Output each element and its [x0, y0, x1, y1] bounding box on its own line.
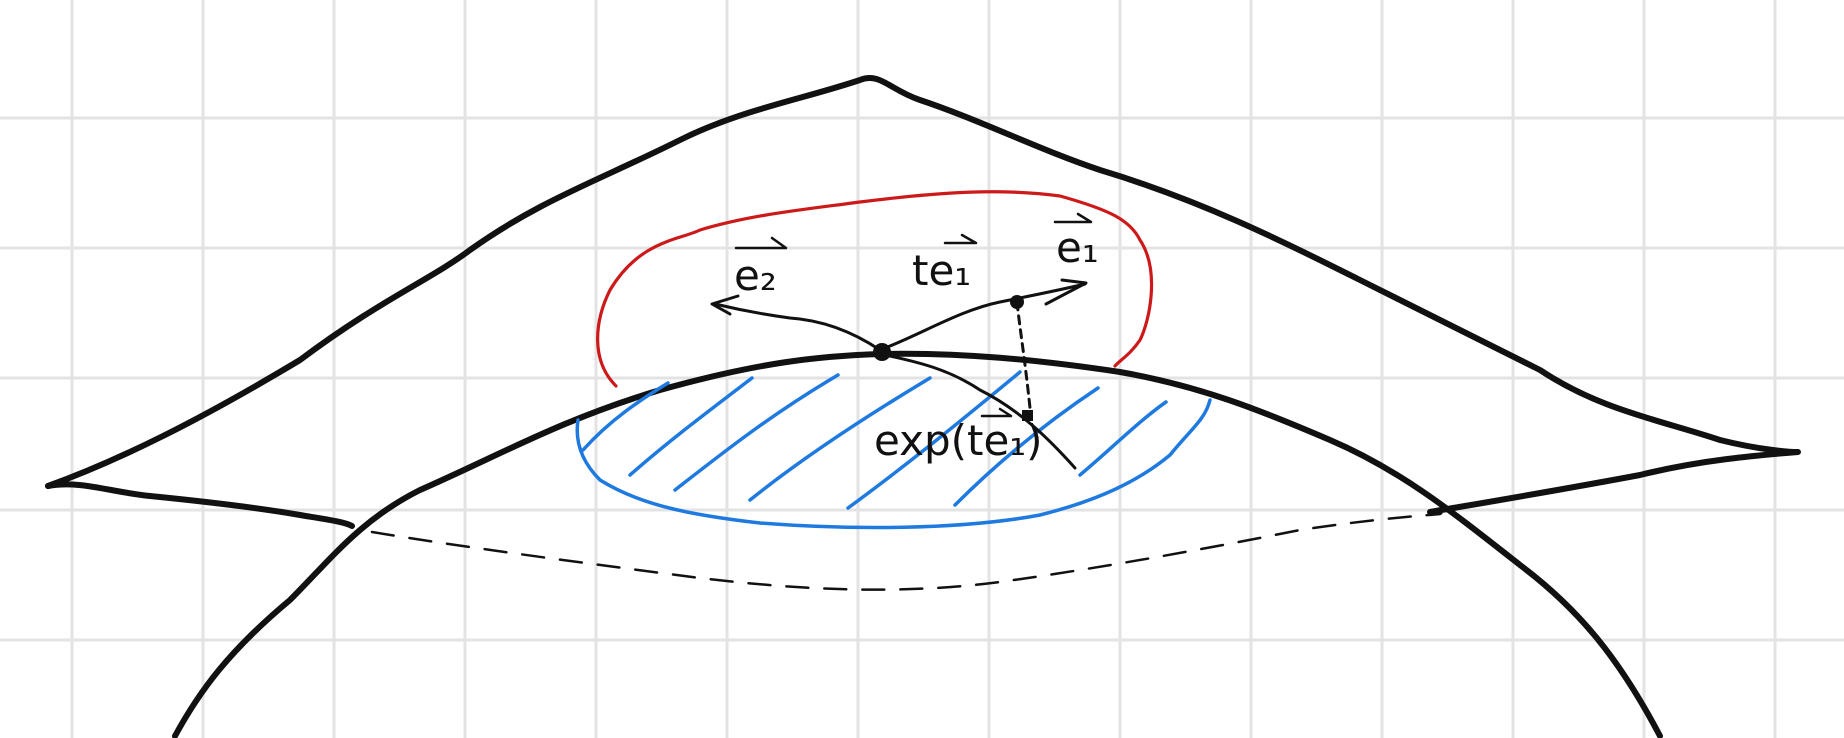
blue-hatching: [581, 370, 1168, 510]
surface-front-arc: [172, 350, 1663, 738]
projection-dashed-line: [1015, 300, 1032, 410]
label-e2: e₂: [734, 251, 777, 300]
label-exp: exp(te₁): [874, 416, 1043, 465]
e1-overline-arrow: [1053, 212, 1093, 224]
surface-back-arc-dashed: [370, 512, 1442, 591]
geodesic-curve: [878, 352, 1077, 470]
label-te1: te₁: [912, 246, 971, 295]
plane-lower-left-edge: [45, 481, 355, 529]
vector-e2: [713, 302, 882, 352]
exp-overline-arrow: [980, 407, 1013, 418]
vector-te1: [878, 282, 1087, 352]
te1-point: [1010, 295, 1024, 309]
blue-geodesic-ball-outline: [575, 398, 1212, 530]
exp-point: [1022, 410, 1033, 421]
tangent-plane-outline: [45, 75, 1801, 515]
red-neighborhood-curve: [596, 190, 1154, 388]
vector-e2-arrowhead: [710, 294, 740, 316]
vector-te1-arrowhead: [1044, 278, 1088, 306]
label-e1: e₁: [1056, 223, 1099, 272]
te1-overline-arrow: [943, 233, 978, 245]
base-point: [873, 343, 891, 361]
e2-overline-arrow: [734, 236, 788, 250]
